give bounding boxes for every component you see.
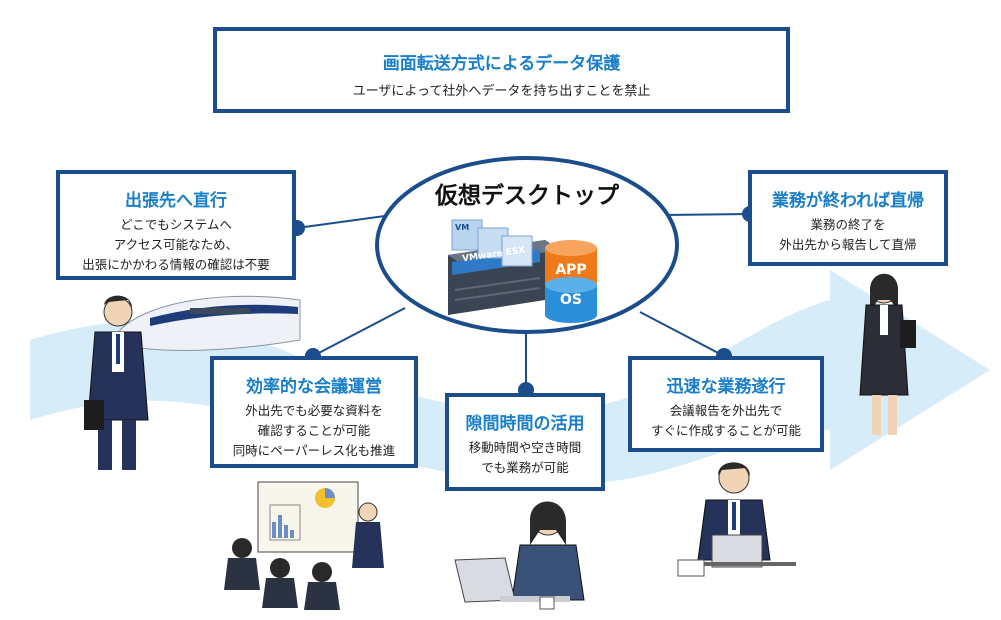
box-gap-title: 隙間時間の活用 <box>465 414 585 434</box>
app-os-cylinder <box>545 240 597 323</box>
server-illustration <box>448 219 560 315</box>
box-gap-body: 移動時間や空き時間 でも業務が可能 <box>468 440 582 475</box>
vm-tag: VM <box>455 223 470 232</box>
box-gap: 隙間時間の活用 移動時間や空き時間 でも業務が可能 <box>445 393 605 491</box>
businessman-left <box>84 295 149 470</box>
meeting-illustration <box>224 481 384 610</box>
train-illustration <box>119 295 301 351</box>
box-fast-title: 迅速な業務遂行 <box>666 377 786 397</box>
box-home-body: 業務の終了を 外出先から報告して直帰 <box>779 217 917 252</box>
man-laptop-illustration <box>677 462 796 577</box>
center-title: 仮想デスクトップ <box>435 183 619 209</box>
box-home-title: 業務が終われば直帰 <box>771 191 925 211</box>
connector-right <box>663 213 751 216</box>
top-box-title: 画面転送方式によるデータ保護 <box>382 54 621 74</box>
app-label: APP <box>555 262 587 278</box>
box-meeting-title: 効率的な会議運営 <box>246 377 382 397</box>
box-meeting-body: 外出先でも必要な資料を 確認することが可能 同時にペーパーレス化も推進 <box>232 403 396 458</box>
connector-fast <box>639 311 725 357</box>
os-label: OS <box>560 292 582 308</box>
box-direct-body: どこでもシステムへ アクセス可能なため、 出張にかかわる情報の確認は不要 <box>82 217 270 272</box>
box-fast-body: 会議報告を外出先で すぐに作成することが可能 <box>650 403 801 438</box>
businesswoman-right <box>859 273 916 435</box>
box-home: 業務が終われば直帰 業務の終了を 外出先から報告して直帰 <box>748 170 948 266</box>
top-box: 画面転送方式によるデータ保護 ユーザによって社外へデータを持ち出すことを禁止 <box>213 27 790 113</box>
top-box-subtitle: ユーザによって社外へデータを持ち出すことを禁止 <box>352 84 651 99</box>
woman-laptop-illustration <box>454 501 585 610</box>
box-direct: 出張先へ直行 どこでもシステムへ アクセス可能なため、 出張にかかわる情報の確認… <box>56 170 296 280</box>
box-fast: 迅速な業務遂行 会議報告を外出先で すぐに作成することが可能 <box>628 356 824 452</box>
connector-left <box>296 214 393 229</box>
box-meeting: 効率的な会議運営 外出先でも必要な資料を 確認することが可能 同時にペーパーレス… <box>210 356 418 468</box>
connector-meeting <box>312 307 406 357</box>
box-direct-title: 出張先へ直行 <box>125 191 227 211</box>
